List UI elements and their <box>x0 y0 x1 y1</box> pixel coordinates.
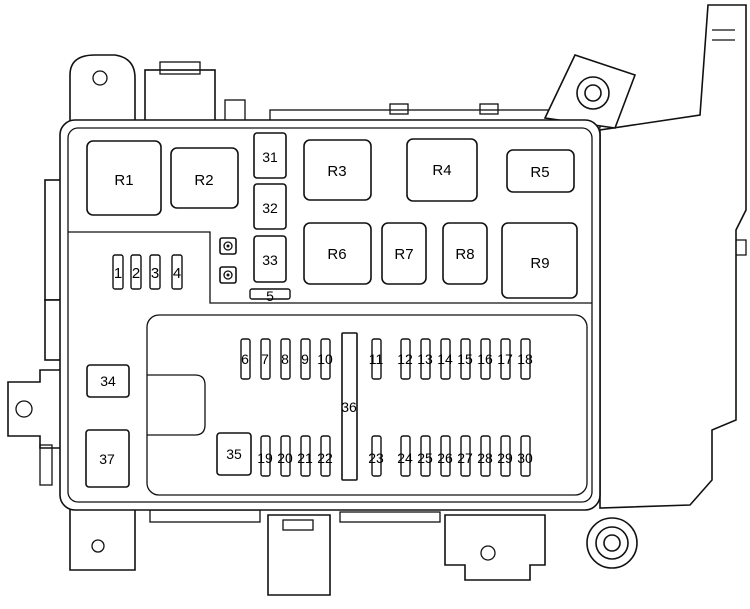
fuse-5: 5 <box>249 288 291 304</box>
fuse-7: 7 <box>260 338 271 380</box>
fuse-19: 19 <box>257 435 273 477</box>
relay-R7: R7 <box>381 222 427 285</box>
fuse-16-label: 16 <box>477 351 493 367</box>
fuse-14: 14 <box>437 338 453 380</box>
fuse-34: 34 <box>86 364 130 398</box>
fuse-12-label: 12 <box>397 351 413 367</box>
fuse-33: 33 <box>253 235 287 283</box>
fuse-29-label: 29 <box>497 450 513 466</box>
fuse-37-label: 37 <box>99 451 115 467</box>
fuse-26: 26 <box>437 435 453 477</box>
fuse-11-label: 11 <box>369 351 384 367</box>
relay-R5-label: R5 <box>530 164 549 181</box>
relay-R5: R5 <box>506 149 575 193</box>
fuse-14-label: 14 <box>437 351 453 367</box>
relay-R1-label: R1 <box>114 172 133 189</box>
fuse-32: 32 <box>253 183 287 230</box>
fuse-16: 16 <box>477 338 493 380</box>
relay-R4-label: R4 <box>432 162 451 179</box>
fuse-22: 22 <box>317 435 333 477</box>
fuse-21: 21 <box>297 435 313 477</box>
relay-R6: R6 <box>303 222 372 285</box>
fuse-1: 1 <box>112 254 124 290</box>
fuse-1-label: 1 <box>114 265 122 282</box>
relay-R9: R9 <box>501 222 578 299</box>
fuse-2: 2 <box>130 254 142 290</box>
fuse-25: 25 <box>417 435 433 477</box>
fuse-24: 24 <box>397 435 413 477</box>
fuse-32-label: 32 <box>262 200 278 216</box>
fuse-8: 8 <box>280 338 291 380</box>
fuse-13: 13 <box>417 338 433 380</box>
fuse-27: 27 <box>457 435 473 477</box>
fuse-35-label: 35 <box>226 446 242 462</box>
fuse-29: 29 <box>497 435 513 477</box>
relay-R4: R4 <box>406 138 478 202</box>
fuse-26-label: 26 <box>437 450 453 466</box>
fuse-13-label: 13 <box>417 351 433 367</box>
relay-R6-label: R6 <box>327 246 346 263</box>
fuse-9: 9 <box>300 338 311 380</box>
fuse-37: 37 <box>85 429 130 488</box>
relay-R3-label: R3 <box>327 163 346 180</box>
relay-R9-label: R9 <box>530 255 549 272</box>
fuse-31-label: 31 <box>262 149 278 165</box>
fuse-34-label: 34 <box>100 373 116 389</box>
fuse-23-label: 23 <box>368 450 384 466</box>
fuse-31: 31 <box>253 132 287 179</box>
fuse-28: 28 <box>477 435 493 477</box>
fuse-24-label: 24 <box>397 450 413 466</box>
fuse-7-label: 7 <box>261 351 269 367</box>
fuse-22-label: 22 <box>317 450 333 466</box>
fuse-11: 11 <box>369 338 384 380</box>
fuse-27-label: 27 <box>457 450 473 466</box>
relay-R8-label: R8 <box>455 246 474 263</box>
fuse-33-label: 33 <box>262 252 278 268</box>
fuse-18-label: 18 <box>517 351 533 367</box>
fuse-30: 30 <box>517 435 533 477</box>
fuse-6: 6 <box>240 338 251 380</box>
fuse-4-label: 4 <box>173 265 181 282</box>
fuse-10: 10 <box>317 338 333 380</box>
lower-fuse-panel <box>146 314 588 496</box>
fuse-19-label: 19 <box>257 450 273 466</box>
relay-R3: R3 <box>303 139 372 201</box>
fuse-8-label: 8 <box>281 351 289 367</box>
fuse-28-label: 28 <box>477 450 493 466</box>
fuse-25-label: 25 <box>417 450 433 466</box>
fuse-6-label: 6 <box>241 351 249 367</box>
relay-R8: R8 <box>442 222 488 285</box>
fuse-9-label: 9 <box>301 351 309 367</box>
fuse-17: 17 <box>497 338 513 380</box>
relay-R7-label: R7 <box>394 246 413 263</box>
fuse-4: 4 <box>171 254 183 290</box>
fuse-5-label: 5 <box>266 288 274 304</box>
fuse-36: 36 <box>341 332 358 481</box>
fuse-15: 15 <box>457 338 473 380</box>
fuse-3-label: 3 <box>151 265 159 282</box>
relay-R1: R1 <box>86 140 162 216</box>
fuse-36-label: 36 <box>341 399 357 415</box>
fuse-20-label: 20 <box>277 450 293 466</box>
fuse-2-label: 2 <box>132 265 140 282</box>
relay-R2-label: R2 <box>194 172 213 189</box>
fuse-3: 3 <box>149 254 161 290</box>
terminal-upper <box>219 237 237 255</box>
fuse-18: 18 <box>517 338 533 380</box>
fuse-30-label: 30 <box>517 450 533 466</box>
fuse-21-label: 21 <box>297 450 313 466</box>
fuse-35: 35 <box>216 432 252 476</box>
fuse-17-label: 17 <box>497 351 513 367</box>
fuse-15-label: 15 <box>457 351 473 367</box>
fuse-23: 23 <box>368 435 384 477</box>
fuse-10-label: 10 <box>317 351 333 367</box>
terminal-lower <box>219 266 237 284</box>
relay-R2: R2 <box>170 147 239 209</box>
fuse-12: 12 <box>397 338 413 380</box>
fuse-20: 20 <box>277 435 293 477</box>
